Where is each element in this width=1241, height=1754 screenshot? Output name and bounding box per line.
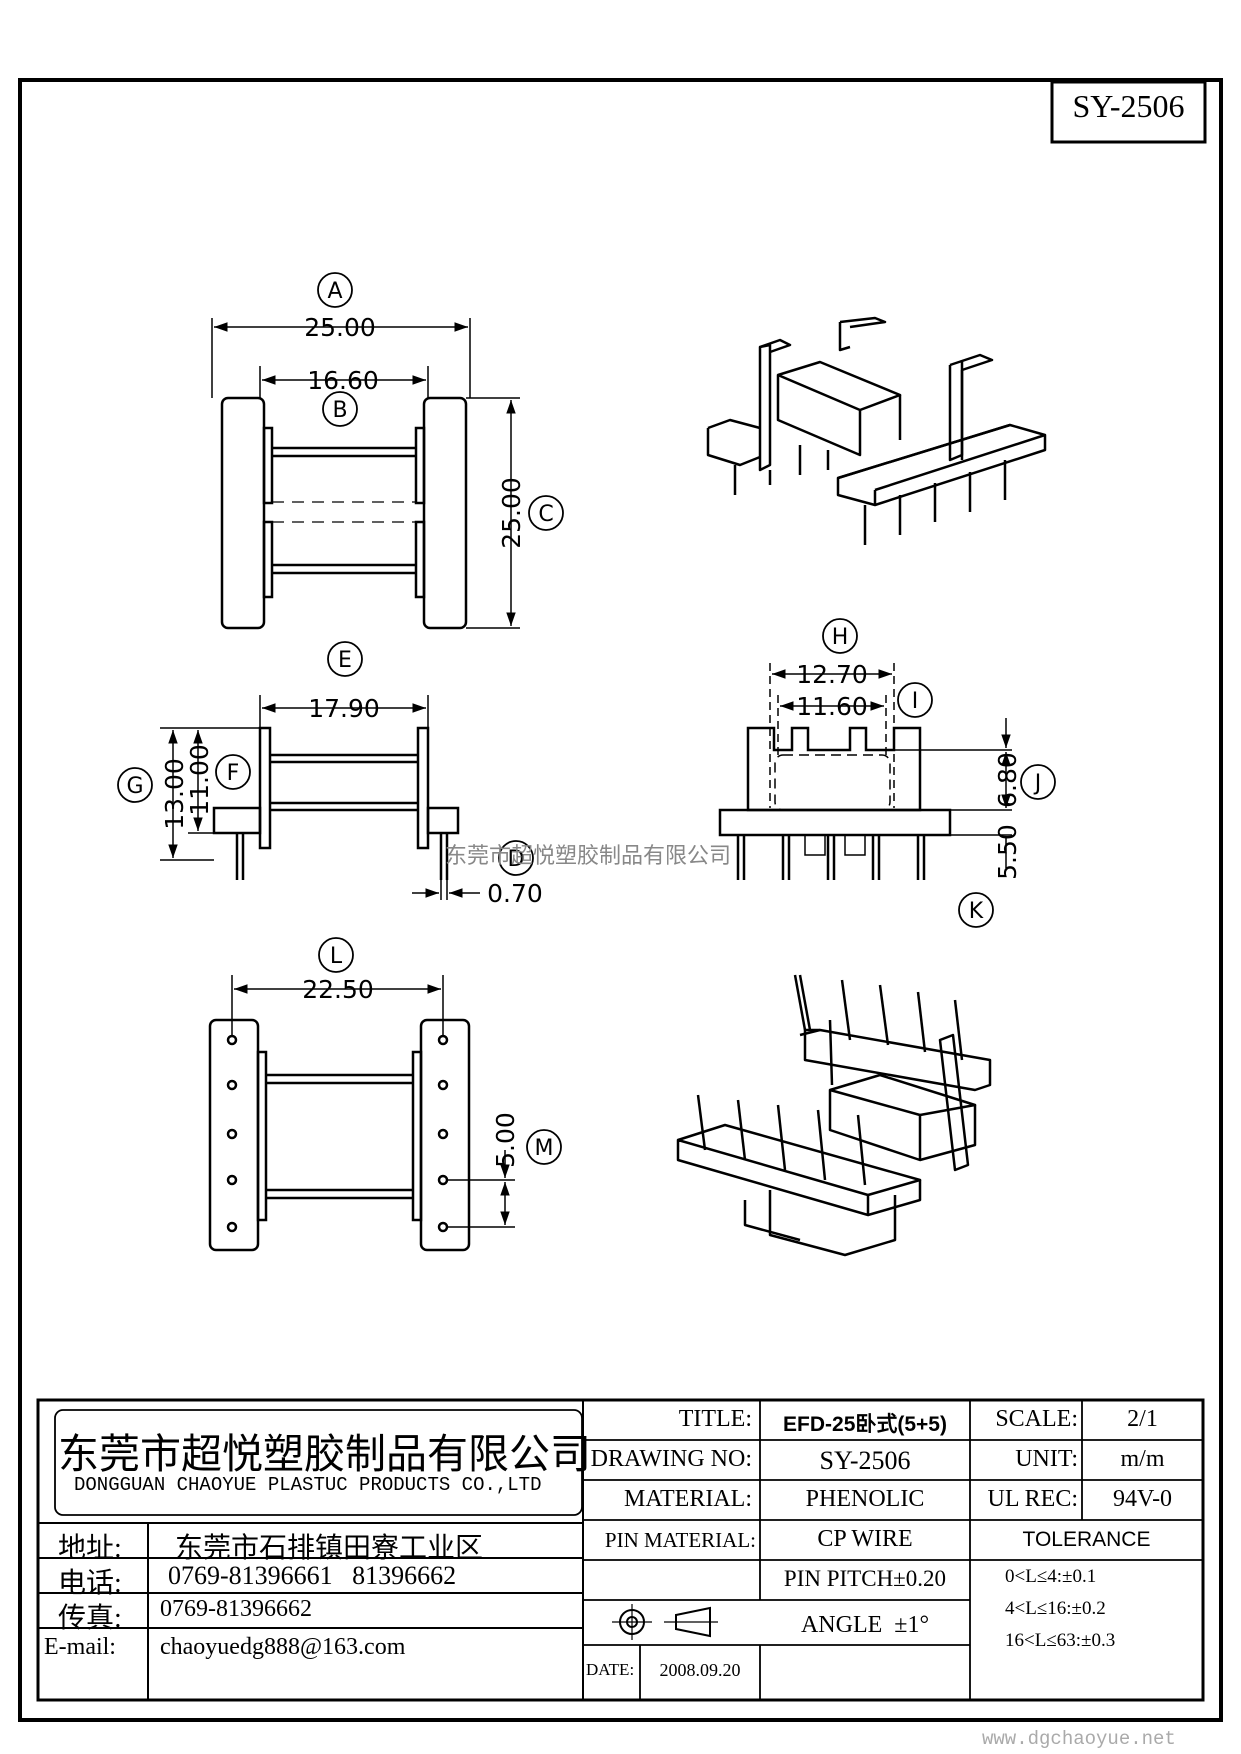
pin-material-value: CP WIRE	[817, 1526, 913, 1552]
dimension-lines-top	[211, 318, 520, 629]
top-view	[220, 396, 468, 630]
isometric-view-top	[706, 316, 1047, 545]
company-name-cn: 东莞市超悦塑胶制品有限公司	[58, 1430, 591, 1478]
phone-label: 电话:	[58, 1568, 122, 1599]
drawing-frame	[18, 78, 1223, 1722]
website: www.dgchaoyue.net	[982, 1728, 1176, 1750]
drawing-code: SY-2506	[1072, 88, 1185, 124]
svg-text:J: J	[1033, 771, 1042, 796]
dim-l-value: 22.50	[302, 975, 374, 1004]
email-value: chaoyuedg888@163.com	[160, 1634, 406, 1660]
dimension-lines-bottom	[231, 975, 515, 1228]
phone-value: 0769-81396661 81396662	[168, 1561, 457, 1590]
tolerance-3: 16<L≤63:±0.3	[1005, 1630, 1116, 1651]
letter-h: H	[822, 618, 858, 654]
angle-value: ANGLE ±1°	[800, 1612, 930, 1638]
svg-text:A: A	[327, 279, 342, 304]
letter-k: K	[958, 892, 994, 928]
unit-label: UNIT:	[1015, 1446, 1078, 1472]
tolerance-1: 0<L≤4:±0.1	[1005, 1566, 1097, 1587]
isometric-view-bottom	[676, 974, 992, 1257]
tolerance-label: TOLERANCE	[1022, 1528, 1151, 1551]
tolerance-2: 4<L≤16:±0.2	[1005, 1598, 1106, 1619]
letter-g: G	[117, 767, 153, 803]
pin-material-label: PIN MATERIAL:	[604, 1528, 756, 1552]
dim-e-value: 17.90	[308, 694, 380, 723]
dim-h-value: 12.70	[796, 660, 868, 689]
svg-text:H: H	[832, 625, 849, 650]
address-label: 地址:	[58, 1533, 122, 1564]
unit-value: m/m	[1120, 1446, 1165, 1472]
dimension-letters: A B C E F G D H I J K L M	[117, 272, 1056, 1165]
letter-e: E	[327, 641, 363, 677]
svg-text:B: B	[332, 398, 347, 423]
letter-f: F	[215, 754, 251, 790]
letter-j: J	[1020, 764, 1056, 800]
dim-d-value: 0.70	[487, 879, 543, 908]
letter-m: M	[526, 1129, 562, 1165]
dim-j-value: 6.80	[993, 752, 1022, 808]
pin-pitch: PIN PITCH±0.20	[783, 1566, 947, 1591]
scale-value: 2/1	[1127, 1406, 1158, 1432]
company-name-en: DONGGUAN CHAOYUE PLASTUC PRODUCTS CO.,LT…	[74, 1474, 542, 1496]
watermark: 东莞市超悦塑胶制品有限公司	[445, 843, 732, 868]
dim-b-value: 16.60	[307, 366, 379, 395]
bottom-view	[208, 1018, 471, 1252]
title-block	[36, 1398, 1205, 1702]
date-label: DATE:	[586, 1660, 635, 1679]
letter-a: A	[317, 272, 353, 308]
projection-symbol	[612, 1604, 718, 1640]
dimension-values: 25.00 16.60 25.00 17.90 11.00 13.00 0.70…	[160, 313, 1022, 1168]
ul-value: 94V-0	[1112, 1486, 1173, 1512]
dim-i-value: 11.60	[796, 692, 868, 721]
title-value: EFD-25卧式(5+5)	[783, 1413, 947, 1436]
svg-text:M: M	[535, 1136, 554, 1161]
letter-i: I	[897, 682, 933, 718]
dimension-lines-side	[160, 695, 480, 900]
dim-k-value: 5.50	[993, 824, 1022, 880]
letter-l: L	[318, 937, 354, 973]
svg-text:E: E	[338, 648, 352, 673]
drawing-no-label: DRAWING NO:	[590, 1446, 752, 1472]
dim-f-value: 11.00	[185, 744, 214, 816]
dim-g-value: 13.00	[160, 758, 189, 830]
svg-text:G: G	[126, 774, 143, 799]
svg-text:I: I	[912, 689, 919, 714]
letter-c: C	[528, 495, 564, 531]
dim-c-value: 25.00	[497, 477, 526, 549]
material-value: PHENOLIC	[805, 1486, 925, 1512]
svg-text:L: L	[330, 944, 343, 969]
address-value: 东莞市石排镇田寮工业区	[175, 1533, 484, 1564]
drawing-code-box	[1050, 80, 1207, 144]
date-value: 2008.09.20	[659, 1660, 741, 1680]
svg-text:C: C	[538, 502, 553, 527]
svg-text:F: F	[227, 761, 240, 786]
title-label: TITLE:	[678, 1406, 752, 1432]
side-view	[212, 726, 460, 880]
front-view	[718, 726, 952, 880]
drawing-no-value: SY-2506	[819, 1446, 911, 1475]
dim-a-value: 25.00	[304, 313, 376, 342]
material-label: MATERIAL:	[624, 1486, 752, 1512]
letter-d: D	[498, 840, 534, 876]
fax-label: 传真:	[58, 1603, 122, 1634]
fax-value: 0769-81396662	[160, 1596, 312, 1622]
svg-text:D: D	[508, 847, 525, 872]
ul-label: UL REC:	[987, 1486, 1078, 1512]
letter-b: B	[322, 391, 358, 427]
dimension-lines-front	[769, 663, 1012, 868]
email-label: E-mail:	[44, 1634, 116, 1660]
dim-m-value: 5.00	[491, 1112, 520, 1168]
scale-label: SCALE:	[995, 1406, 1078, 1432]
svg-text:K: K	[969, 899, 984, 924]
